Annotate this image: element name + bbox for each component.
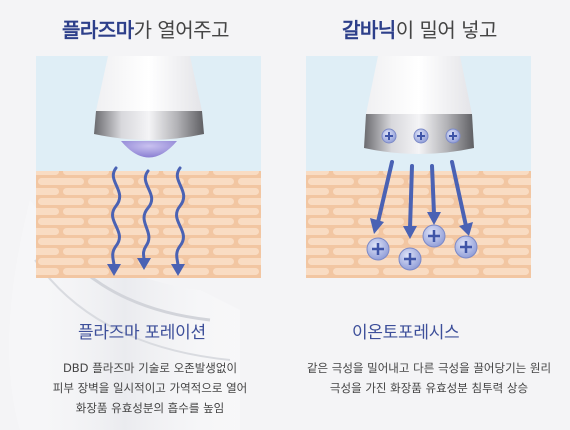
plasma-description-line: 화장품 유효성분의 흡수를 높임 bbox=[75, 401, 225, 415]
plasma-description-line: 피부 장벽을 일시적이고 가역적으로 열어 bbox=[52, 381, 248, 395]
straight-arrow-icon bbox=[408, 164, 414, 230]
plasma-illustration bbox=[36, 56, 261, 278]
plasma-description: DBD 플라즈마 기술로 오존발생없이 피부 장벽을 일시적이고 가역적으로 열… bbox=[20, 358, 280, 418]
straight-arrow-icon bbox=[376, 160, 394, 224]
plasma-device-icon bbox=[94, 56, 204, 158]
plus-ion-icon bbox=[422, 224, 446, 248]
galvanic-description: 같은 극성을 밀어내고 다른 극성을 끌어당기는 원리 극성을 가진 화장품 유… bbox=[288, 358, 570, 398]
straight-arrow-icon bbox=[430, 164, 436, 216]
plasma-heading-rest: 가 열어주고 bbox=[133, 18, 230, 42]
plus-ion-icon bbox=[454, 235, 478, 259]
plasma-heading-emphasis: 플라즈마 bbox=[62, 18, 134, 42]
plus-ion-icon bbox=[445, 128, 461, 144]
plus-ion-icon bbox=[413, 128, 429, 144]
galvanic-device-icon bbox=[364, 56, 474, 154]
galvanic-heading-emphasis: 갈바닉 bbox=[342, 18, 396, 42]
plus-ion-icon bbox=[398, 247, 422, 271]
plasma-title: 플라즈마 포레이션 bbox=[78, 323, 206, 343]
wavy-arrow-icon bbox=[142, 169, 154, 262]
galvanic-description-line: 같은 극성을 밀어내고 다른 극성을 끌어당기는 원리 bbox=[306, 361, 552, 375]
plus-ion-icon bbox=[366, 237, 390, 261]
galvanic-description-line: 극성을 가진 화장품 유효성분 침투력 상승 bbox=[329, 381, 529, 395]
galvanic-heading: 갈바닉이 밀어 넣고 bbox=[342, 14, 497, 43]
plasma-description-line: DBD 플라즈마 기술로 오존발생없이 bbox=[62, 361, 238, 375]
straight-arrow-icon bbox=[450, 160, 468, 228]
plus-ion-icon bbox=[381, 128, 397, 144]
wavy-arrow-icon bbox=[111, 166, 122, 268]
galvanic-heading-rest: 이 밀어 넣고 bbox=[395, 18, 498, 42]
plasma-heading: 플라즈마가 열어주고 bbox=[62, 14, 229, 43]
wavy-arrow-icon bbox=[175, 166, 186, 268]
galvanic-title: 이온토포레시스 bbox=[352, 323, 460, 343]
galvanic-illustration bbox=[306, 56, 531, 278]
